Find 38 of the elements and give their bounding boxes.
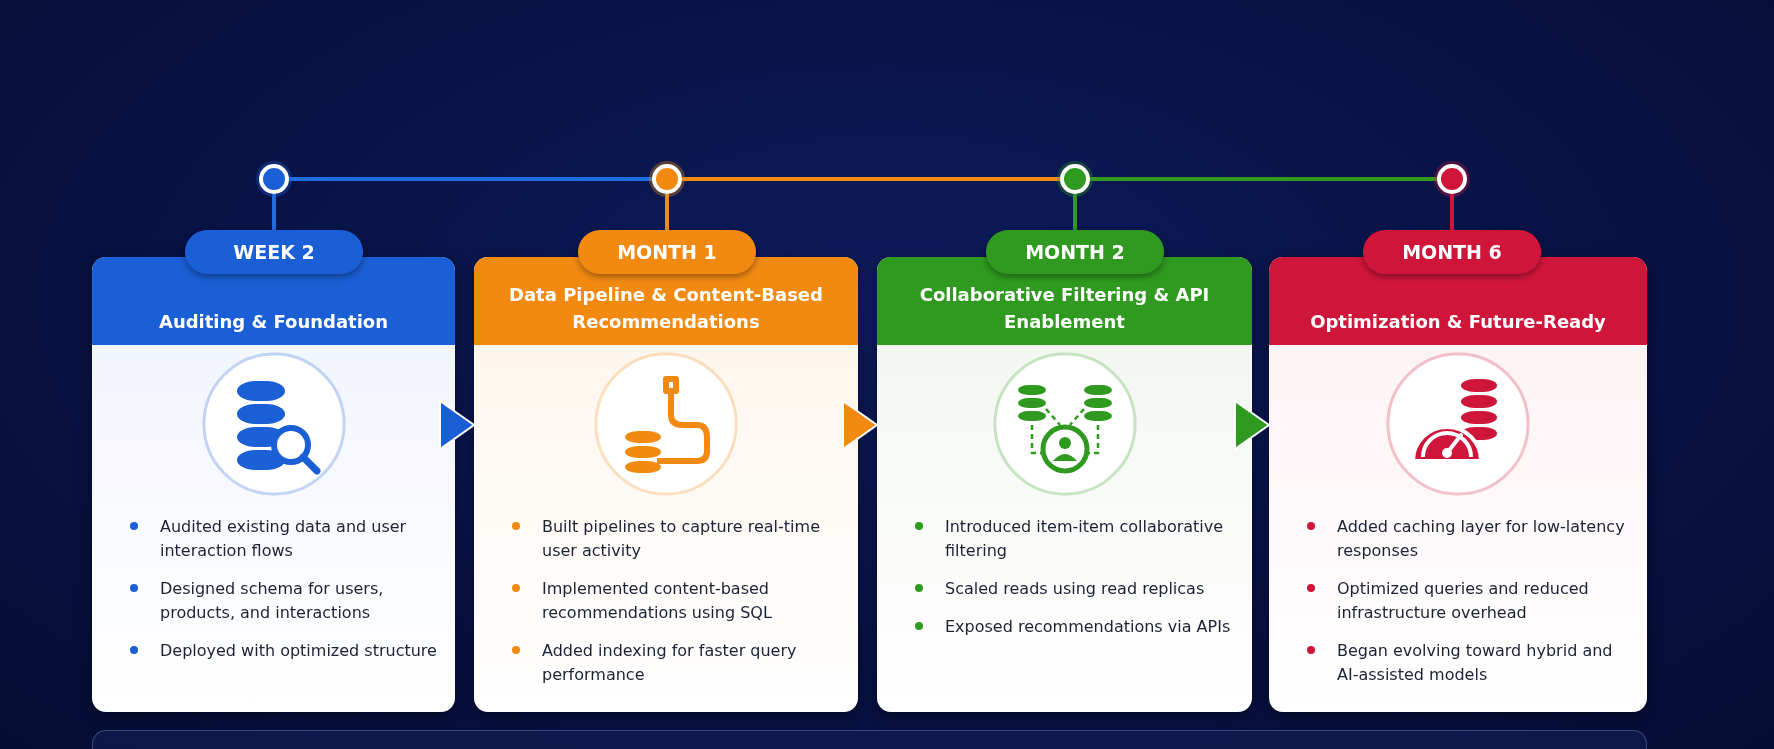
bullet-text: Designed schema for users, products, and interactions [160, 578, 385, 624]
milestone-badge: WEEK 2 [185, 230, 363, 274]
phase-card [877, 257, 1252, 712]
connector-line [682, 177, 1060, 181]
connector-line [665, 194, 669, 230]
phase-card [1269, 257, 1647, 712]
timeline-dot [259, 164, 289, 194]
connector-line [1450, 194, 1454, 230]
bullet-text: Deployed with optimized structure [160, 640, 437, 662]
timeline-dot [652, 164, 682, 194]
milestone-badge: MONTH 1 [578, 230, 756, 274]
card-title: Optimization & Future-Ready [1310, 310, 1606, 334]
bullet-text: Exposed recommendations via APIs [945, 616, 1231, 638]
chevron-arrow [439, 400, 475, 450]
card-title: Collaborative Filtering & API Enablement [918, 283, 1211, 334]
bullet-text: Scaled reads using read replicas [945, 578, 1205, 600]
connector-line [1073, 194, 1077, 230]
chevron-arrow [1234, 400, 1270, 450]
connector-line [272, 194, 276, 230]
timeline-dot [1437, 164, 1467, 194]
timeline-dot [1060, 164, 1090, 194]
milestone-badge: MONTH 6 [1363, 230, 1541, 274]
bullet-text: Added indexing for faster query performance [542, 640, 798, 686]
bullet-text: Built pipelines to capture real-time user activity [542, 516, 821, 562]
phase-card [92, 257, 455, 712]
milestone-badge: MONTH 2 [986, 230, 1164, 274]
card-title: Auditing & Foundation [158, 310, 389, 334]
bullet-text: Began evolving toward hybrid and AI-assisted models [1337, 640, 1614, 686]
connector-line [1090, 177, 1437, 181]
bullet-text: Introduced item-item collaborative filtering [945, 516, 1225, 562]
card-title: Data Pipeline & Content-Based Recommendations [508, 283, 824, 334]
chevron-arrow [842, 400, 878, 450]
bullet-text: Optimized queries and reduced infrastructure overhead [1337, 578, 1590, 624]
bullet-text: Added caching layer for low-latency responses [1337, 516, 1626, 562]
bullet-text: Implemented content-based recommendations using SQL [542, 578, 773, 624]
bullet-text: Audited existing data and user interaction flows [160, 516, 408, 562]
connector-line [289, 177, 652, 181]
phase-card [474, 257, 858, 712]
